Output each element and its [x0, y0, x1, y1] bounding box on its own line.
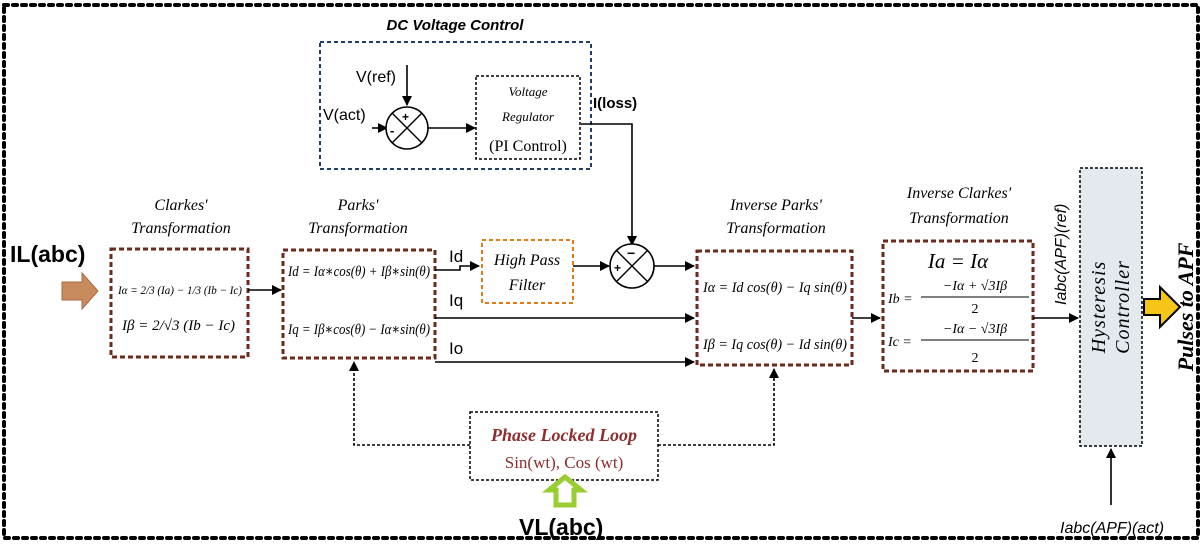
vref-label: V(ref)	[356, 69, 396, 86]
sum2-plus-sign: +	[614, 261, 621, 275]
hysteresis-line2: Controller	[1112, 260, 1134, 354]
invclarke-eq3-lhs: Ic =	[887, 335, 912, 350]
pll-title: Phase Locked Loop	[490, 425, 637, 445]
pll-sub: Sin(wt), Cos (wt)	[505, 453, 624, 472]
park-title1: Parks'	[337, 197, 379, 214]
summing-junction-hpf	[609, 243, 655, 289]
high-pass-filter-block	[481, 239, 574, 304]
invclarke-eq2-den: 2	[972, 302, 979, 317]
id-label: Id	[449, 247, 463, 266]
dc-minus-sign: -	[390, 123, 394, 138]
reg-line3: (PI Control)	[489, 138, 567, 155]
pll-to-park-arrow	[349, 361, 470, 446]
invclarke-eq3-den: 2	[972, 351, 979, 366]
invclarke-title2: Transformation	[909, 210, 1009, 227]
il-input-arrow	[61, 271, 99, 311]
invclarke-eq2-num: −Iα + √3Iβ	[943, 279, 1007, 294]
invclarke-eq2-lhs: Ib =	[887, 292, 913, 307]
hysteresis-line1: Hysteresis	[1088, 261, 1110, 355]
reg-line1: Voltage	[509, 84, 548, 99]
park-eq1: Id = Iα∗cos(θ) + Iβ∗sin(θ)	[287, 264, 430, 280]
vact-label: V(act)	[323, 107, 366, 124]
hpf-line1: High Pass	[493, 252, 560, 269]
sum2-minus-sign: −	[627, 245, 635, 261]
iq-label: Iq	[449, 291, 463, 310]
hysteresis-controller-block	[1079, 167, 1143, 447]
io-label: Io	[449, 339, 463, 358]
invpark-eq1: Iα = Id cos(θ) − Iq sin(θ)	[702, 280, 847, 296]
invclarke-eq3-num: −Iα − √3Iβ	[943, 322, 1007, 337]
iloss-arrow	[581, 123, 637, 246]
dc-plus-sign: +	[402, 110, 409, 124]
vl-input-arrow	[541, 473, 589, 508]
invpark-title2: Transformation	[726, 220, 826, 237]
reg-line2: Regulator	[501, 109, 555, 124]
park-eq2: Iq = Iβ∗cos(θ) − Iα∗sin(θ)	[287, 322, 430, 338]
invpark-title1: Inverse Parks'	[729, 197, 822, 214]
clarke-block	[109, 247, 250, 359]
inverse-clarke-block	[881, 239, 1035, 373]
hpf-line2: Filter	[508, 277, 546, 294]
park-block	[281, 248, 437, 360]
clarke-title2: Transformation	[131, 220, 231, 237]
clarke-eq1: Iα = 2/3 (Ia) − 1/3 (Ib − Ic)	[117, 283, 242, 297]
output-pulse-arrow	[1143, 284, 1182, 330]
iloss-label: I(loss)	[593, 95, 637, 112]
invclarke-title1: Inverse Clarkes'	[906, 185, 1012, 202]
invpark-eq2: Iβ = Iq cos(θ) − Id sin(θ)	[702, 337, 847, 353]
inverse-park-block	[695, 249, 854, 367]
il-label: IL(abc)	[10, 241, 85, 267]
park-title2: Transformation	[308, 220, 408, 237]
vl-label: VL(abc)	[519, 514, 603, 540]
dc-title: DC Voltage Control	[387, 17, 525, 34]
outer-frame	[2, 3, 1200, 540]
pulses-to-apf-label: Pulses to APF	[1173, 242, 1198, 372]
clarke-eq2: Iβ = 2/√3 (Ib − Ic)	[121, 318, 235, 334]
clarke-title1: Clarkes'	[154, 197, 208, 214]
id-arrow	[435, 261, 480, 271]
dc-voltage-control-box	[319, 41, 592, 170]
iabc-act-label: Iabc(APF)(act)	[1060, 520, 1164, 537]
invclarke-eq1: Ia = Iα	[927, 249, 989, 273]
iabc-ref-label: Iabc(APF)(ref)	[1053, 204, 1070, 305]
pll-to-invpark-arrow	[658, 368, 779, 446]
voltage-regulator-box	[475, 75, 581, 160]
